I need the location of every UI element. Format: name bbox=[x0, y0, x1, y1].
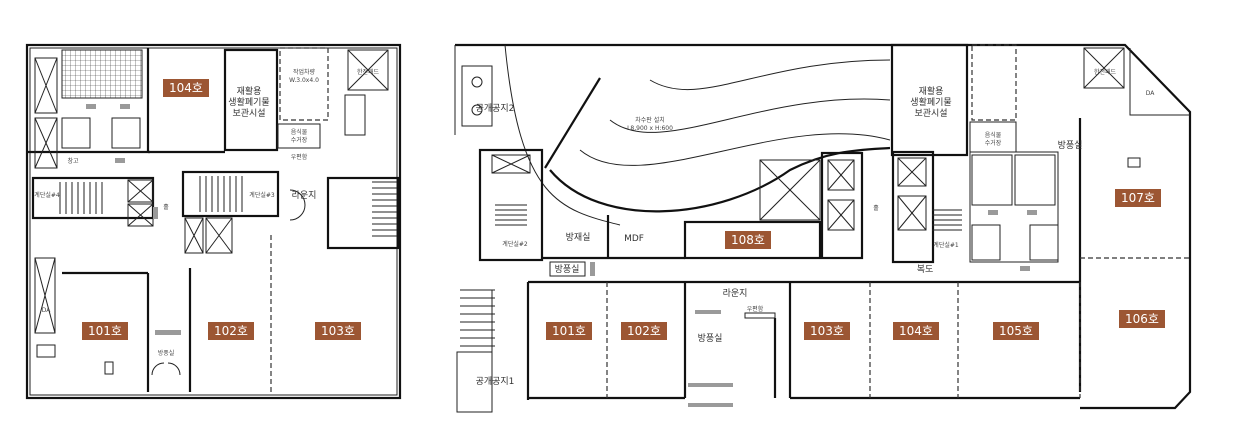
svg-text:보관시설: 보관시설 bbox=[232, 108, 265, 119]
label-food-waste-2: 수거장 bbox=[291, 136, 308, 144]
label-windbreak-b: 방풍실 bbox=[698, 333, 723, 344]
label-food-waste-2: 수거장 bbox=[985, 139, 1002, 147]
svg-text:생활폐기물: 생활폐기물 bbox=[910, 96, 951, 108]
svg-text:104호: 104호 bbox=[169, 81, 203, 95]
unit-105-right[interactable]: 105호 bbox=[993, 322, 1039, 340]
svg-text:102호: 102호 bbox=[214, 324, 248, 338]
label-kepco-pad: 한전패드 bbox=[1094, 68, 1117, 76]
label-storage: 창고 bbox=[67, 157, 79, 165]
svg-text:101호: 101호 bbox=[552, 324, 586, 338]
svg-text:104호: 104호 bbox=[899, 324, 933, 338]
svg-text:105호: 105호 bbox=[999, 324, 1033, 338]
label-corridor: 복도 bbox=[917, 264, 934, 275]
label-work-vehicle-size: W.3.0x4.0 bbox=[289, 77, 319, 84]
label-water-board-size: L8,900 x H:600 bbox=[627, 125, 673, 132]
unit-104-right[interactable]: 104호 bbox=[893, 322, 939, 340]
label-open-space-2: 공개공지2 bbox=[476, 103, 515, 114]
label-hall: 홀 bbox=[873, 204, 879, 212]
left-floor-plan: 재활용 생활폐기물 보관시설 작업차량 W.3.0x4.0 한전패드 음식물 수… bbox=[25, 43, 402, 400]
svg-text:재활용: 재활용 bbox=[237, 85, 262, 97]
label-mdf: MDF bbox=[624, 234, 644, 244]
svg-text:107호: 107호 bbox=[1121, 191, 1155, 205]
stair-4 bbox=[59, 182, 103, 214]
svg-text:106호: 106호 bbox=[1125, 312, 1159, 326]
label-water-board: 차수판 설치 bbox=[635, 116, 665, 124]
label-stair-2: 계단실#2 bbox=[502, 240, 528, 248]
svg-text:103호: 103호 bbox=[810, 324, 844, 338]
unit-107[interactable]: 107호 bbox=[1115, 189, 1161, 207]
label-stair-3: 계단실#3 bbox=[249, 191, 275, 199]
label-open-space-1: 공개공지1 bbox=[476, 376, 515, 387]
unit-104-left[interactable]: 104호 bbox=[163, 79, 209, 97]
label-da: DA bbox=[42, 307, 52, 314]
label-food-waste: 음식물 bbox=[985, 131, 1002, 139]
label-lounge: 라운지 bbox=[723, 288, 748, 299]
svg-text:108호: 108호 bbox=[731, 233, 765, 247]
unit-102-left[interactable]: 102호 bbox=[208, 322, 254, 340]
unit-108[interactable]: 108호 bbox=[725, 231, 771, 249]
label-food-waste: 음식물 bbox=[291, 128, 308, 136]
label-stair-4: 계단실#4 bbox=[34, 191, 60, 199]
svg-text:보관시설: 보관시설 bbox=[914, 108, 947, 119]
label-mailbox: 우편함 bbox=[291, 153, 308, 161]
svg-text:102호: 102호 bbox=[627, 324, 661, 338]
label-mailbox: 우편함 bbox=[747, 305, 764, 313]
label-recycle-right: 재활용 생활폐기물 보관시설 bbox=[910, 85, 951, 119]
svg-text:생활폐기물: 생활폐기물 bbox=[228, 96, 269, 108]
unit-106-right[interactable]: 106호 bbox=[1119, 310, 1165, 328]
label-windbreak-c: 방풍실 bbox=[1058, 140, 1083, 151]
unit-103-right[interactable]: 103호 bbox=[804, 322, 850, 340]
unit-101-right[interactable]: 101호 bbox=[546, 322, 592, 340]
right-floor-plan: 공개공지2 차수판 설치 L8,900 x H:600 방재실 MDF 계단실#… bbox=[454, 43, 1192, 413]
unit-102-right[interactable]: 102호 bbox=[621, 322, 667, 340]
label-stair-1: 계단실#1 bbox=[933, 241, 959, 249]
unit-103-left[interactable]: 103호 bbox=[315, 322, 361, 340]
label-kepco-pad: 한전패드 bbox=[357, 68, 380, 76]
unit-101-left[interactable]: 101호 bbox=[82, 322, 128, 340]
label-disaster-room: 방재실 bbox=[566, 232, 591, 243]
label-hall: 홀 bbox=[163, 203, 169, 211]
open-space-2-furniture bbox=[461, 65, 493, 127]
label-windbreak: 방풍실 bbox=[158, 349, 175, 357]
svg-text:재활용: 재활용 bbox=[919, 85, 944, 97]
label-lounge: 라운지 bbox=[292, 190, 317, 201]
label-da: DA bbox=[1146, 90, 1156, 97]
label-windbreak-a: 방풍실 bbox=[555, 264, 580, 275]
svg-text:101호: 101호 bbox=[88, 324, 122, 338]
label-recycle-left: 재활용 생활폐기물 보관시설 bbox=[228, 85, 269, 119]
label-work-vehicle: 작업차량 bbox=[293, 68, 316, 76]
svg-text:103호: 103호 bbox=[321, 324, 355, 338]
